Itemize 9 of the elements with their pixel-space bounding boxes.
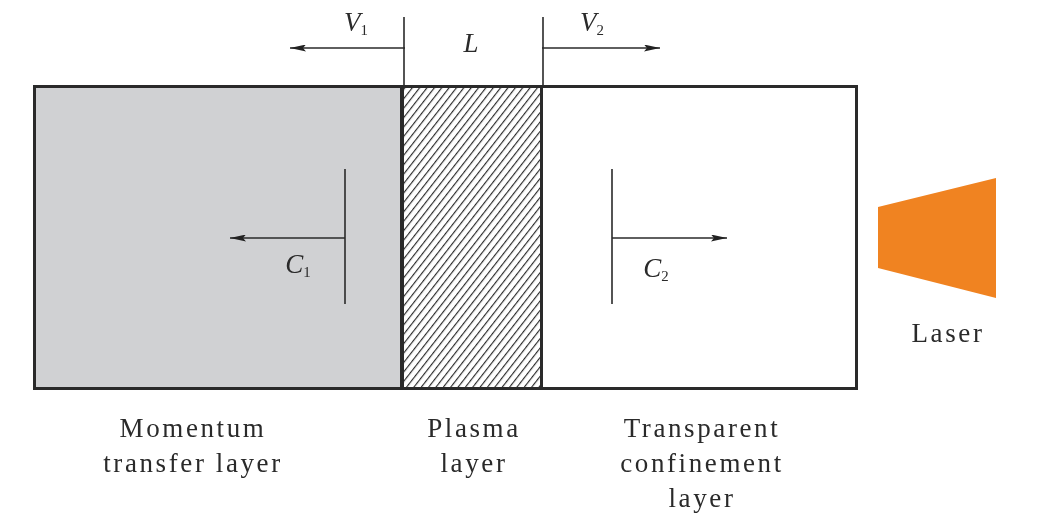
layer-label: Momentum transfer layer [102,412,284,480]
symbol-label: L [462,27,480,60]
symbol-label: C$_{2}$ [642,252,670,285]
layer-label: Plasma layer [426,412,522,480]
symbol-label: V$_{2}$ [579,6,605,39]
symbol-label: V$_{1}$ [343,6,369,39]
symbol-label: C$_{1}$ [284,248,312,281]
layer-label: Transparent confinement layer [619,412,785,515]
laser-label: Laser [910,317,986,350]
